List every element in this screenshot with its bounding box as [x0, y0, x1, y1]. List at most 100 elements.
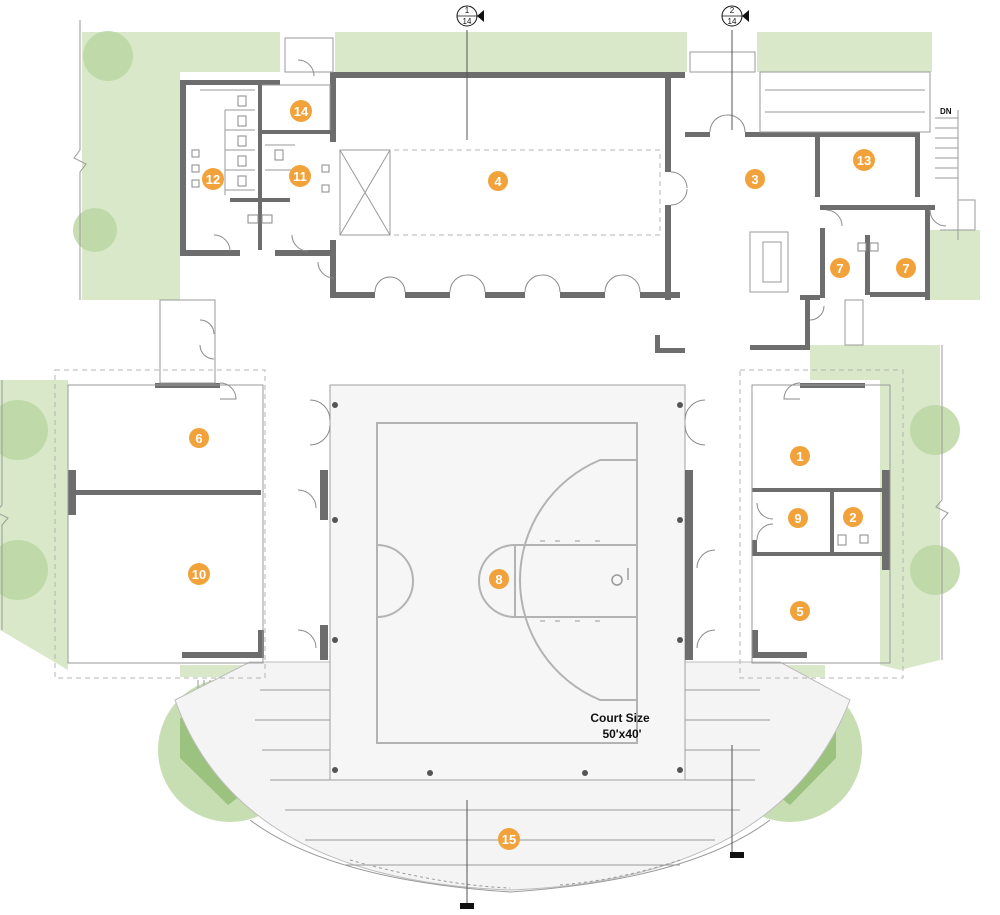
room-badge-7a: 7: [830, 258, 850, 278]
sink-icon: [191, 164, 200, 173]
key-lane: [514, 544, 638, 618]
room-badge-2: 2: [843, 507, 863, 527]
center-circle-half: [376, 544, 414, 618]
door-icon: [317, 261, 335, 279]
landscape-north-strip-2: [335, 32, 687, 72]
room-badge-7b: 7: [896, 258, 916, 278]
court-size-label: Court Size: [590, 711, 650, 725]
boundary-east: [935, 345, 949, 660]
east-roof-overhang: [739, 369, 904, 679]
door-icon: [291, 234, 309, 252]
room-badges: 1 2 3 4 5 6 7 7 8 9 10 11 12 13 14 15: [188, 100, 916, 850]
door-icon: [825, 209, 843, 227]
section-marker-2-top: 2: [730, 6, 735, 15]
section-end-tick: [730, 852, 744, 858]
hoop-icon: [611, 574, 623, 586]
door-icon: [309, 399, 331, 446]
toilet-icon: [237, 155, 247, 167]
stair-down-label: DN: [940, 107, 952, 116]
east-ramp: [759, 71, 931, 133]
door-icon: [219, 382, 237, 400]
section-marker-1-arrow: [477, 10, 484, 22]
landscape-east-corner: [930, 230, 980, 300]
west-breezeway: [159, 299, 216, 384]
tree-icon: [910, 405, 960, 455]
room-badge-11: 11: [289, 165, 311, 187]
room-badge-3: 3: [745, 169, 765, 189]
room-badge-6: 6: [189, 428, 209, 448]
section-end-tick: [460, 903, 474, 909]
section-marker-2-bottom: 14: [728, 17, 737, 26]
door-icon: [696, 549, 716, 569]
door-icon: [297, 59, 315, 77]
tree-icon: [83, 31, 133, 81]
svg-text:2: 2: [849, 510, 856, 525]
north-entry-canopy: [284, 37, 334, 73]
room-badge-15: 15: [498, 828, 520, 850]
west-roof-overhang: [54, 369, 266, 679]
plaza-bench-west: [349, 859, 511, 889]
svg-text:14: 14: [294, 104, 309, 119]
svg-text:8: 8: [495, 572, 502, 587]
room-badge-4: 4: [488, 171, 508, 191]
tree-icon: [910, 545, 960, 595]
sink-icon: [321, 164, 330, 173]
janitor-room-14: [262, 84, 331, 130]
door-icon: [709, 114, 746, 133]
toilet-partitions-12: [200, 89, 255, 195]
plaza-seat-wall: [249, 819, 771, 893]
stage-storage: [339, 149, 391, 236]
doors: [199, 59, 947, 649]
svg-text:13: 13: [857, 153, 871, 168]
room-badge-14: 14: [290, 100, 312, 122]
stair-rail: [940, 110, 976, 240]
svg-text:4: 4: [494, 174, 502, 189]
room-badge-12: 12: [202, 168, 224, 190]
sink-icon: [869, 242, 879, 252]
door-icon: [199, 319, 215, 360]
outlines: [54, 37, 976, 679]
court-size-value: 50'x40': [602, 727, 641, 741]
tree-icon: [0, 400, 48, 460]
svg-text:1: 1: [796, 449, 803, 464]
door-icon: [684, 399, 706, 446]
tree-icon: [0, 540, 48, 600]
svg-text:12: 12: [206, 172, 220, 187]
landscape-northeast-strip: [757, 32, 932, 72]
svg-text:7: 7: [836, 261, 843, 276]
door-icon: [213, 234, 231, 252]
boundary-southwest: [0, 380, 9, 630]
east-wing-outline: [751, 384, 891, 664]
tree-icon: [73, 208, 117, 252]
svg-text:5: 5: [796, 604, 803, 619]
room-badge-8: 8: [489, 569, 509, 589]
room-badge-5: 5: [790, 601, 810, 621]
toilet-icon: [237, 135, 247, 147]
door-icon: [809, 305, 825, 321]
door-icon: [449, 274, 486, 293]
sink-icon: [191, 179, 200, 188]
boundary-west: [73, 20, 87, 300]
door-icon: [696, 629, 716, 649]
sink-icon: [191, 149, 200, 158]
east-breezeway: [844, 299, 864, 346]
door-icon: [297, 629, 317, 649]
site-boundary: [0, 20, 949, 660]
door-icon: [374, 276, 406, 293]
room-badge-1: 1: [790, 446, 810, 466]
toilet-icon: [237, 95, 247, 107]
svg-text:15: 15: [502, 832, 516, 847]
door-icon: [524, 274, 561, 293]
stage-outline: [339, 149, 661, 236]
toilet-icon: [237, 115, 247, 127]
reception-desk: [749, 231, 789, 293]
sink-icon: [857, 242, 867, 252]
svg-text:7: 7: [902, 261, 909, 276]
room-badge-9: 9: [788, 508, 808, 528]
svg-text:9: 9: [794, 511, 801, 526]
free-throw-circle: [478, 544, 516, 618]
toilet-icon: [274, 149, 284, 161]
room-badge-13: 13: [853, 149, 875, 171]
door-icon: [929, 209, 947, 227]
